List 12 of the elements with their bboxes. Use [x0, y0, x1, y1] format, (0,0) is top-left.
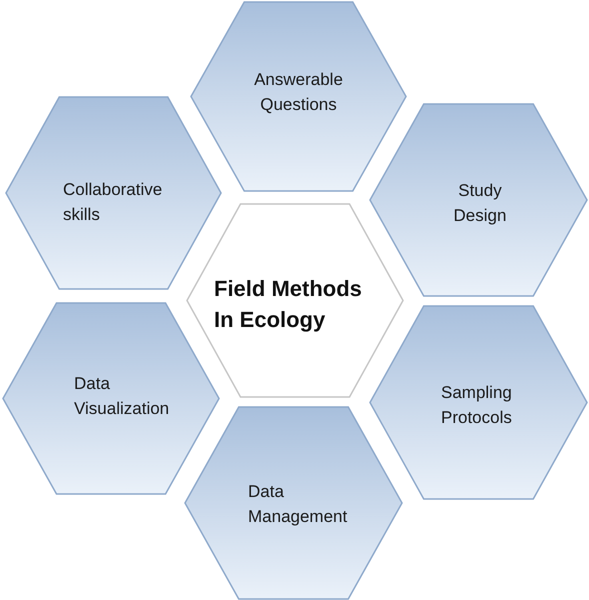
hexagon-label: Collaborative skills — [63, 179, 164, 226]
hexagon-tile — [184, 406, 403, 600]
hexagon-label: Study Design — [452, 180, 508, 227]
hexagon-tile — [369, 103, 588, 297]
hexagon-tile — [369, 305, 588, 500]
hexagon-label: Data Visualization — [74, 373, 170, 420]
hexagon-label: Sampling Protocols — [441, 382, 513, 429]
hexagon-tile — [190, 1, 407, 192]
hexagon-label: Answerable Questions — [253, 69, 344, 116]
title-text: Field Methods In Ecology — [214, 275, 363, 334]
hexagon-tile — [186, 203, 404, 398]
hexagon-label: Data Management — [248, 481, 348, 528]
